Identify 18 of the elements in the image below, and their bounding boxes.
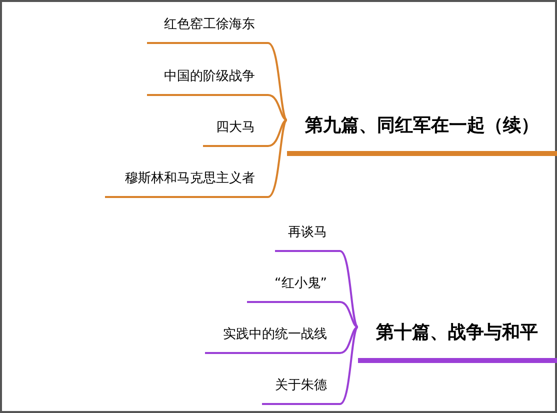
subtopic-item: “红小鬼”: [247, 266, 340, 303]
subtopic-item: 中国的阶级战争: [147, 59, 268, 96]
branch-line: [268, 42, 288, 121]
branch-line: [268, 94, 288, 121]
branch-line: [340, 326, 358, 354]
subtopic-item: 关于朱德: [262, 368, 340, 405]
branch-line: [340, 301, 358, 328]
topic-heading: 第十篇、战争与和平: [358, 302, 557, 363]
subtopic-item: 再谈马: [275, 215, 340, 252]
branch-line: [340, 250, 359, 328]
subtopic-item: 四大马: [203, 110, 268, 147]
subtopic-item: 实践中的统一战线: [205, 317, 340, 354]
branch-line: [339, 326, 359, 405]
branch-line: [268, 119, 288, 147]
subtopic-item: 穆斯林和马克思主义者: [105, 161, 268, 198]
topic-heading: 第九篇、同红军在一起（续）: [287, 95, 557, 156]
subtopic-item: 红色窑工徐海东: [147, 8, 268, 44]
branch-line: [268, 119, 288, 198]
